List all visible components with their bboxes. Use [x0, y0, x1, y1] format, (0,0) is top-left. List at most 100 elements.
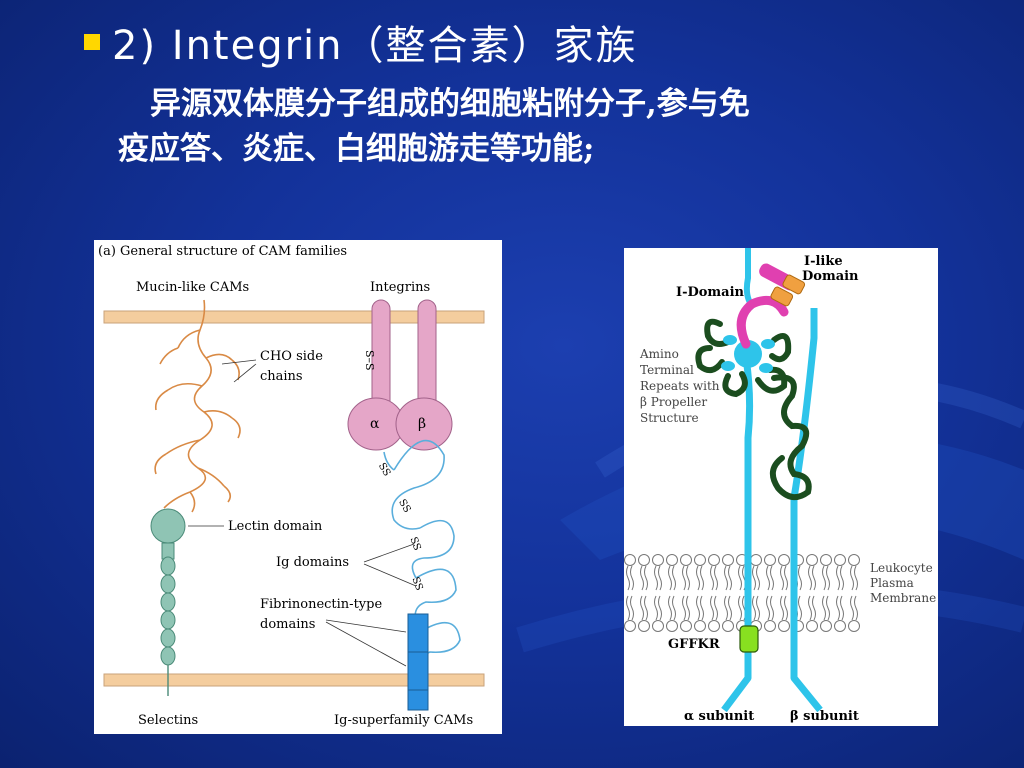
lipid-tail	[724, 565, 732, 591]
ss-1: SS	[376, 461, 392, 478]
amino-label-1: Amino	[639, 347, 679, 361]
lipid-tail	[710, 565, 718, 591]
alpha-subunit-label: α subunit	[684, 709, 754, 724]
lipid-tail	[850, 595, 858, 621]
lipid-head	[638, 620, 650, 632]
cam-families-diagram: (a) General structure of CAM families Mu…	[98, 244, 485, 728]
slide-title-row: 2) Integrin（整合素）家族	[84, 14, 638, 70]
fibronectin-label-line2: domains	[260, 617, 315, 632]
amino-label-2: Terminal	[640, 363, 694, 377]
gffkr-motif	[739, 625, 759, 653]
lipid-tail	[668, 595, 676, 621]
gffkr-label: GFFKR	[668, 637, 720, 652]
leukocyte-label-2: Plasma	[870, 576, 914, 590]
cam-families-figure: (a) General structure of CAM families Mu…	[94, 240, 502, 734]
lipid-tail	[738, 595, 746, 621]
propeller-blades	[721, 335, 775, 373]
lipid-tail	[640, 595, 648, 621]
lipid-tail	[766, 595, 774, 621]
leukocyte-label-3: Membrane	[870, 591, 936, 605]
lipid-tail	[710, 595, 718, 621]
description-line-1: 异源双体膜分子组成的细胞粘附分子,参与免	[150, 86, 750, 122]
i-domain-label: I-Domain	[676, 285, 745, 300]
lipid-tail	[668, 565, 676, 591]
beta-stalk-coils	[769, 374, 812, 501]
lipid-head	[666, 620, 678, 632]
lipid-head	[694, 620, 706, 632]
propeller-center	[734, 340, 762, 368]
lipid-head	[778, 620, 790, 632]
mucin-label: Mucin-like CAMs	[136, 280, 249, 295]
amino-label-4: β Propeller	[640, 395, 707, 409]
cho-label-line1: CHO side	[260, 349, 323, 364]
lipid-tail	[836, 565, 844, 591]
lipid-head	[638, 554, 650, 566]
lipid-tail	[626, 595, 634, 621]
lipid-tail	[822, 565, 830, 591]
ss-4: SS	[409, 576, 424, 593]
alpha-subunit-chain	[721, 357, 754, 713]
lipid-head	[764, 620, 776, 632]
lipid-head	[722, 620, 734, 632]
figure-heading: (a) General structure of CAM families	[98, 244, 347, 259]
fibronectin-domain-1	[407, 613, 429, 653]
lipid-head	[694, 554, 706, 566]
lipid-head	[834, 554, 846, 566]
lipid-tail	[822, 595, 830, 621]
lipid-tail	[752, 565, 760, 591]
lipid-tail	[808, 595, 816, 621]
ss-3: SS	[407, 536, 422, 553]
lipid-head	[848, 620, 860, 632]
lipid-tail	[738, 565, 746, 591]
integrin-structure: S–S α β	[347, 299, 453, 451]
fibronectin-label-line1: Fibrinonectin-type	[260, 597, 382, 612]
lipid-tail	[766, 565, 774, 591]
bottom-membrane	[103, 673, 485, 687]
lipid-tail	[836, 595, 844, 621]
selectin-structure	[150, 508, 186, 696]
beta-propeller	[695, 318, 792, 398]
lipid-head	[680, 554, 692, 566]
integrin-structure-figure: I-like Domain I-Domain Amino Terminal Re…	[624, 248, 938, 726]
lipid-head	[708, 620, 720, 632]
lipid-tail	[780, 595, 788, 621]
ig-domains-label: Ig domains	[276, 555, 349, 570]
lipid-tail	[724, 595, 732, 621]
lipid-tail	[626, 565, 634, 591]
ss-bond-label: S–S	[363, 350, 376, 371]
lipid-tail	[640, 565, 648, 591]
description-line-2: 疫应答、炎症、白细胞游走等功能;	[118, 131, 595, 167]
lipid-head	[764, 554, 776, 566]
cho-label-line2: chains	[260, 369, 303, 384]
lipid-head	[834, 620, 846, 632]
integrin-beta-stalk	[417, 299, 437, 411]
lipid-head	[722, 554, 734, 566]
beta-subunit-chain	[790, 308, 823, 713]
i-domain	[736, 295, 789, 349]
fibronectin-domain-2	[407, 651, 429, 691]
lipid-tail	[752, 595, 760, 621]
slide-title: 2) Integrin（整合素）家族	[112, 23, 638, 69]
lipid-tail	[780, 565, 788, 591]
amino-label-5: Structure	[640, 411, 699, 425]
i-like-label-line2: Domain	[802, 269, 859, 284]
lipid-head	[820, 620, 832, 632]
lipid-head	[708, 554, 720, 566]
selectins-label: Selectins	[138, 713, 198, 728]
lipid-head	[806, 554, 818, 566]
integrin-diagram: I-like Domain I-Domain Amino Terminal Re…	[624, 248, 936, 724]
i-like-domain-orange	[770, 286, 794, 307]
lipid-bilayer	[624, 554, 860, 632]
lipid-head	[848, 554, 860, 566]
alpha-label: α	[370, 416, 380, 432]
mucin-cho-chains	[154, 299, 241, 513]
lipid-tail	[654, 565, 662, 591]
lipid-head	[666, 554, 678, 566]
lipid-head	[806, 620, 818, 632]
lipid-head	[680, 620, 692, 632]
lipid-tail	[654, 595, 662, 621]
lectin-domain	[150, 508, 186, 544]
leukocyte-label-1: Leukocyte	[870, 561, 933, 575]
lipid-head	[652, 620, 664, 632]
igsf-label: Ig-superfamily CAMs	[334, 713, 473, 728]
